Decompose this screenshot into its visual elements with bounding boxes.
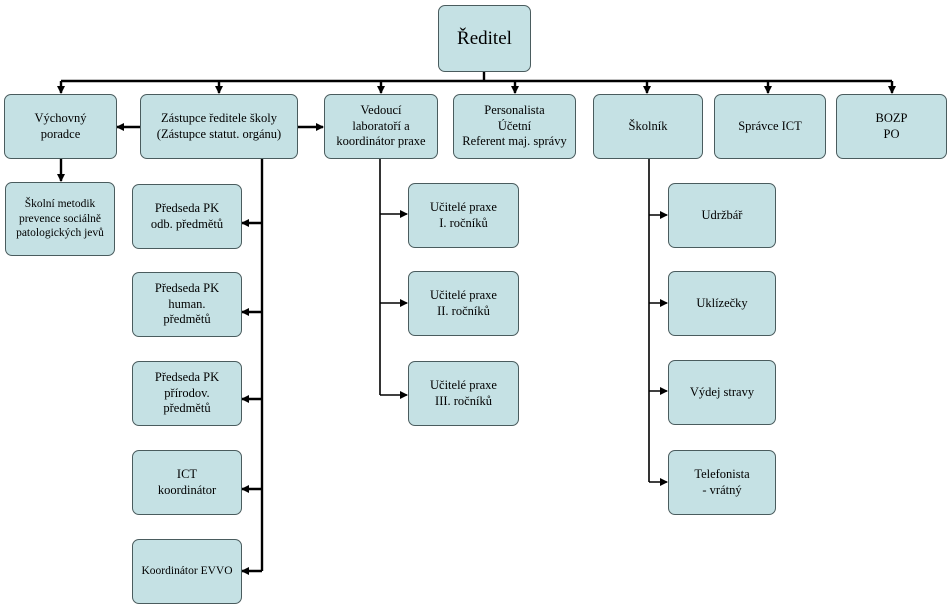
node-teachers-1: Učitelé praxe I. ročníků — [408, 183, 519, 248]
node-janitor: Školník — [593, 94, 703, 159]
node-food-service: Výdej stravy — [668, 360, 776, 425]
node-telephonist: Telefonista - vrátný — [668, 450, 776, 515]
node-pk-vocational: Předseda PK odb. předmětů — [132, 184, 242, 249]
node-cleaners: Uklízečky — [668, 271, 776, 336]
node-teachers-2: Učitelé praxe II. ročníků — [408, 271, 519, 336]
node-ict-coordinator: ICT koordinátor — [132, 450, 242, 515]
node-lab-head: Vedoucí laboratoří a koordinátor praxe — [324, 94, 438, 159]
node-school-methodist: Školní metodik prevence sociálně patolog… — [5, 182, 115, 256]
node-bozp-po: BOZP PO — [836, 94, 947, 159]
node-evvo-coordinator: Koordinátor EVVO — [132, 539, 242, 604]
node-personnel: Personalista Účetní Referent maj. správy — [453, 94, 576, 159]
node-director: Ředitel — [438, 5, 531, 72]
node-ict-admin: Správce ICT — [714, 94, 826, 159]
node-deputy-director: Zástupce ředitele školy (Zástupce statut… — [140, 94, 298, 159]
node-educational-advisor: Výchovný poradce — [4, 94, 117, 159]
node-maintenance: Udržbář — [668, 183, 776, 248]
node-pk-humanities: Předseda PK human. předmětů — [132, 272, 242, 337]
node-teachers-3: Učitelé praxe III. ročníků — [408, 361, 519, 426]
node-pk-science: Předseda PK přírodov. předmětů — [132, 361, 242, 426]
